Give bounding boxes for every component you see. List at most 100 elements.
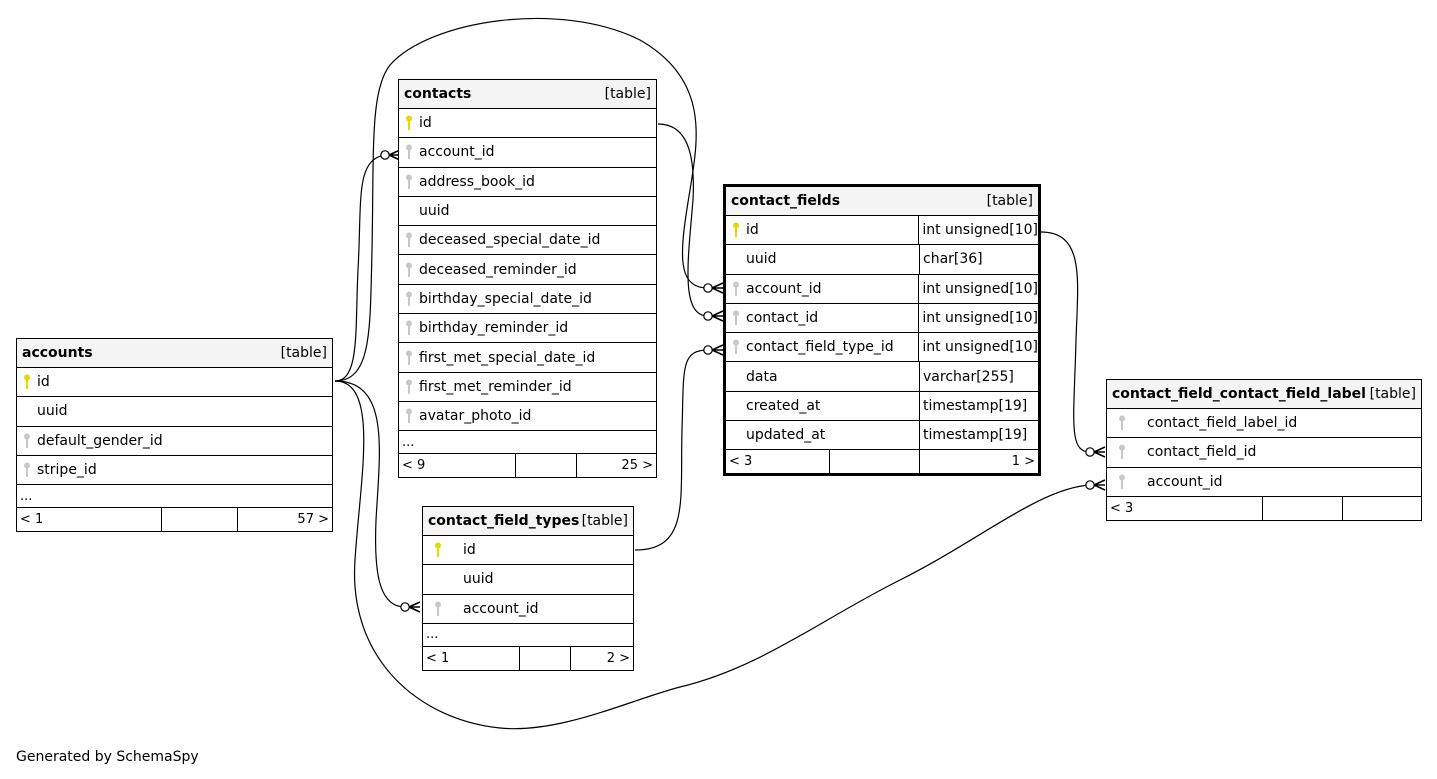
table-name[interactable]: contact_field_contact_field_label (1112, 386, 1366, 402)
table-name[interactable]: contact_field_types (428, 513, 580, 529)
children-count[interactable]: 25 > (576, 454, 656, 478)
column-name: contact_field_label_id (1147, 415, 1298, 432)
column-type: int unsigned[10] (918, 274, 1038, 303)
column-type: int unsigned[10] (918, 333, 1038, 362)
foreign-key-icon (399, 144, 419, 160)
column-row-contact-id[interactable]: contact_id int unsigned[10] (726, 303, 1038, 334)
table-contact-field-types[interactable]: contact_field_types [table] id uuid accoun… (422, 506, 634, 671)
foreign-key-icon (423, 601, 453, 617)
optional-circle-icon (380, 150, 390, 160)
table-footer: < 1 57 > (17, 508, 332, 532)
column-row-contact-field-id[interactable]: contact_field_id (1107, 438, 1421, 468)
column-name: uuid (463, 571, 494, 588)
column-row-avatar-photo-id[interactable]: avatar_photo_id (399, 402, 656, 432)
table-contact-field-contact-field-label[interactable]: contact_field_contact_field_label [table… (1106, 379, 1422, 521)
column-row-id[interactable]: id (399, 109, 656, 139)
table-kind: [table] (280, 345, 327, 361)
column-row-deceased-reminder-id[interactable]: deceased_reminder_id (399, 255, 656, 285)
foreign-key-icon (399, 291, 419, 307)
children-count[interactable]: 57 > (237, 508, 332, 532)
foreign-key-icon (399, 379, 419, 395)
column-name: created_at (746, 397, 821, 414)
column-row-id[interactable]: id (17, 368, 332, 398)
column-type: timestamp[19] (919, 421, 1038, 450)
column-row-default-gender-id[interactable]: default_gender_id (17, 427, 332, 456)
column-row-first-met-special-date-id[interactable]: first_met_special_date_id (399, 343, 656, 373)
foreign-key-icon (17, 433, 37, 449)
foreign-key-icon (1107, 474, 1137, 490)
column-row-id[interactable]: id (423, 536, 633, 566)
column-row-uuid[interactable]: uuid (17, 397, 332, 427)
foreign-key-icon (17, 462, 37, 478)
column-name: avatar_photo_id (419, 408, 532, 425)
column-row-birthday-special-date-id[interactable]: birthday_special_date_id (399, 285, 656, 315)
column-type: varchar[255] (919, 362, 1038, 391)
children-count[interactable]: 2 > (570, 646, 633, 670)
table-header: contact_field_contact_field_label [table… (1107, 380, 1421, 409)
table-name[interactable]: contact_fields (731, 193, 841, 209)
column-name: account_id (419, 144, 495, 161)
column-row-address-book-id[interactable]: address_book_id (399, 168, 656, 197)
relationship-line (657, 123, 709, 317)
children-count[interactable]: 1 > (919, 450, 1038, 474)
crows-foot-icon (408, 601, 421, 613)
column-name: id (463, 542, 476, 559)
crows-foot-icon (1093, 446, 1106, 458)
column-row-account-id[interactable]: account_id (399, 138, 656, 168)
foreign-key-icon (399, 262, 419, 278)
optional-circle-icon (1085, 447, 1095, 457)
parents-count[interactable]: < 1 (426, 650, 450, 666)
parents-count[interactable]: < 3 (1110, 500, 1134, 516)
parents-count[interactable]: < 3 (729, 454, 753, 470)
table-name[interactable]: contacts (404, 86, 472, 102)
footer-middle (161, 508, 237, 532)
optional-circle-icon (703, 311, 713, 321)
parents-count[interactable]: < 1 (20, 512, 44, 528)
column-name: id (37, 374, 50, 391)
footer-middle (519, 646, 570, 670)
more-columns: ... (17, 485, 332, 509)
column-row-first-met-reminder-id[interactable]: first_met_reminder_id (399, 373, 656, 402)
column-row-contact-field-label-id[interactable]: contact_field_label_id (1107, 409, 1421, 439)
column-name: id (419, 115, 432, 132)
column-name: deceased_special_date_id (419, 232, 601, 249)
crows-foot-icon (1093, 479, 1106, 491)
table-name[interactable]: accounts (22, 345, 93, 361)
column-name: birthday_reminder_id (419, 320, 569, 337)
primary-key-icon (726, 222, 746, 238)
foreign-key-icon (399, 232, 419, 248)
more-columns: ... (399, 431, 656, 455)
column-row-birthday-reminder-id[interactable]: birthday_reminder_id (399, 314, 656, 344)
children-count[interactable] (1342, 496, 1421, 520)
column-row-account-id[interactable]: account_id (1107, 468, 1421, 497)
column-name: deceased_reminder_id (419, 261, 577, 278)
foreign-key-icon (726, 310, 746, 326)
foreign-key-icon (726, 281, 746, 297)
primary-key-icon (423, 542, 453, 558)
column-row-uuid[interactable]: uuid (399, 197, 656, 227)
column-row-stripe-id[interactable]: stripe_id (17, 456, 332, 486)
crows-foot-icon (711, 282, 724, 294)
column-name: stripe_id (37, 462, 97, 479)
primary-key-icon (399, 115, 419, 131)
column-type: int unsigned[10] (918, 303, 1038, 333)
crows-foot-icon (711, 310, 724, 322)
generated-by-label: Generated by SchemaSpy (16, 749, 199, 765)
column-row-deceased-special-date-id[interactable]: deceased_special_date_id (399, 226, 656, 256)
table-kind: [table] (581, 513, 628, 529)
column-row-account-id[interactable]: account_id (423, 595, 633, 624)
foreign-key-icon (399, 350, 419, 366)
column-row-uuid[interactable]: uuid (423, 565, 633, 595)
parents-count[interactable]: < 9 (402, 458, 426, 474)
column-name: contact_id (746, 310, 819, 327)
